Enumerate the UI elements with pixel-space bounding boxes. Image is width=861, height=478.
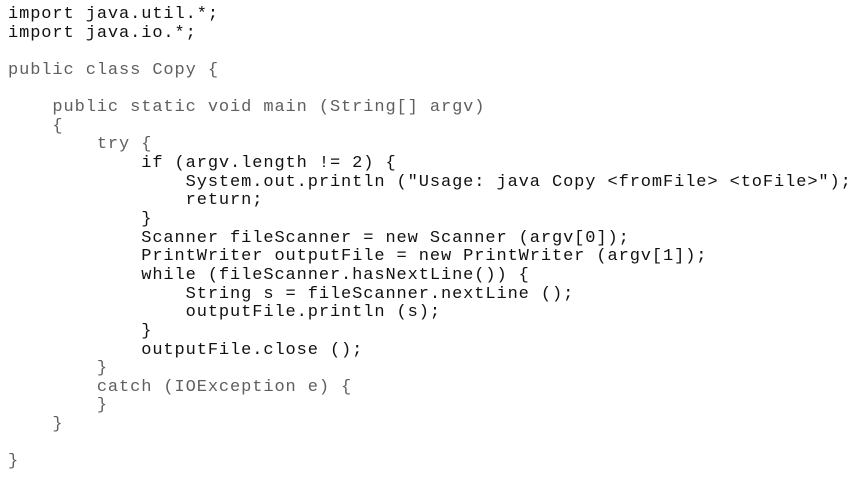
code-line: }: [8, 210, 153, 230]
code-line: [8, 43, 852, 62]
code-line: import java.io.*;: [8, 23, 197, 43]
code-line: Scanner fileScanner = new Scanner (argv[…: [8, 228, 630, 248]
code-line: {: [8, 116, 64, 136]
code-line: System.out.println ("Usage: java Copy <f…: [8, 172, 852, 192]
code-line: [8, 81, 852, 100]
code-line: return;: [8, 191, 264, 211]
code-line: }: [8, 452, 20, 472]
code-line: outputFile.close ();: [8, 340, 364, 360]
code-line: }: [8, 359, 108, 379]
code-line: while (fileScanner.hasNextLine()) {: [8, 265, 530, 285]
code-line: [8, 435, 852, 454]
code-line: PrintWriter outputFile = new PrintWriter…: [8, 247, 708, 267]
code-listing: import java.util.*;import java.io.*; publ…: [8, 5, 852, 472]
code-line: import java.util.*;: [8, 5, 219, 24]
code-line: }: [8, 415, 64, 435]
code-line: }: [8, 396, 108, 416]
code-line: if (argv.length != 2) {: [8, 154, 397, 174]
code-line: String s = fileScanner.nextLine ();: [8, 284, 575, 304]
code-line: }: [8, 321, 153, 341]
code-line: public class Copy {: [8, 60, 219, 80]
code-line: try {: [8, 135, 153, 155]
code-line: catch (IOException e) {: [8, 377, 353, 397]
code-line: outputFile.println (s);: [8, 303, 441, 323]
code-line: public static void main (String[] argv): [8, 98, 486, 118]
